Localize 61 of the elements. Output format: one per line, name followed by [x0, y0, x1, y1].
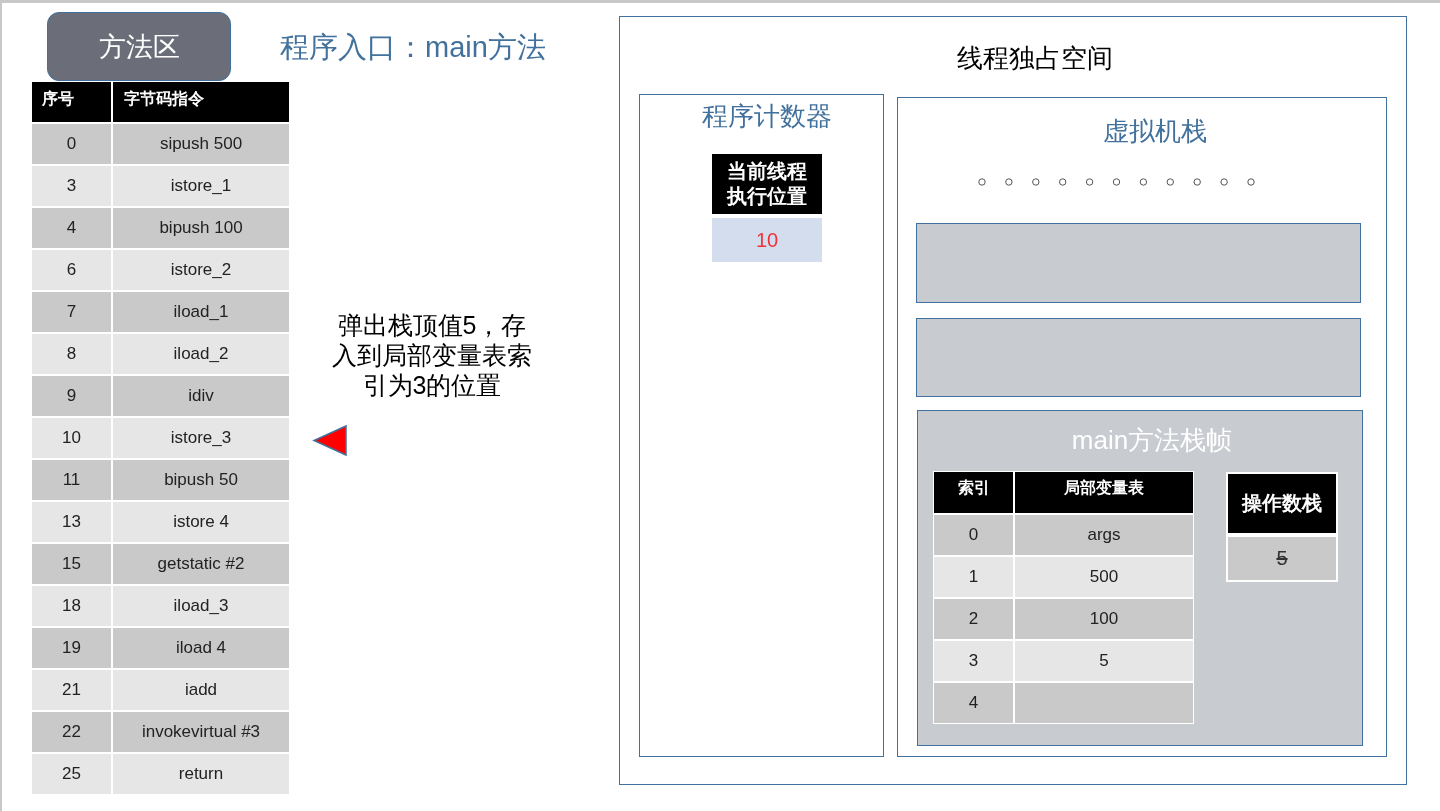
- table-cell: 3: [933, 640, 1014, 682]
- table-cell: 8: [31, 333, 112, 375]
- table-cell: 5: [1014, 640, 1194, 682]
- table-cell: 0: [933, 514, 1014, 556]
- table-cell: 3: [31, 165, 112, 207]
- table-cell: 9: [31, 375, 112, 417]
- table-cell: 11: [31, 459, 112, 501]
- table-cell: sipush 500: [112, 123, 290, 165]
- table-cell: 13: [31, 501, 112, 543]
- table-cell: istore_3: [112, 417, 290, 459]
- empty-box: [916, 223, 1361, 303]
- table-cell: 4: [933, 682, 1014, 724]
- table-cell: bipush 50: [112, 459, 290, 501]
- header-cell: 字节码指令: [112, 81, 290, 123]
- table-cell: iload_3: [112, 585, 290, 627]
- table-cell: idiv: [112, 375, 290, 417]
- table-cell: 7: [31, 291, 112, 333]
- callout-text: 弹出栈顶值5，存入到局部变量表索引为3的位置: [331, 310, 533, 400]
- table-cell: 2: [933, 598, 1014, 640]
- panel-frame: [639, 94, 884, 757]
- header-cell: 当前线程执行位置: [712, 154, 822, 214]
- entry-heading: 程序入口：main方法: [280, 29, 546, 65]
- table-cell: iadd: [112, 669, 290, 711]
- table-cell: bipush 100: [112, 207, 290, 249]
- table-cell: 15: [31, 543, 112, 585]
- table-cell: getstatic #2: [112, 543, 290, 585]
- table-cell: istore 4: [112, 501, 290, 543]
- table-cell: istore_1: [112, 165, 290, 207]
- value-cell: 10: [712, 218, 822, 262]
- region-frame: [619, 16, 1407, 785]
- table-cell: 6: [31, 249, 112, 291]
- header-cell: 操作数栈: [1226, 472, 1338, 535]
- table-cell: iload_2: [112, 333, 290, 375]
- area-box: 方法区: [47, 12, 231, 81]
- table-cell: 21: [31, 669, 112, 711]
- region-title: 线程独占空间: [957, 41, 1113, 75]
- table-cell: 18: [31, 585, 112, 627]
- value-cell: 5: [1226, 535, 1338, 582]
- table-cell: args: [1014, 514, 1194, 556]
- header-cell: 局部变量表: [1014, 471, 1194, 514]
- table-cell: 25: [31, 753, 112, 795]
- table-cell: 100: [1014, 598, 1194, 640]
- table-cell: 500: [1014, 556, 1194, 598]
- empty-box: [916, 318, 1361, 397]
- table-cell: istore_2: [112, 249, 290, 291]
- table-cell: 19: [31, 627, 112, 669]
- panel-frame: [897, 97, 1387, 757]
- table-cell: 10: [31, 417, 112, 459]
- table-cell: return: [112, 753, 290, 795]
- table-cell: 1: [933, 556, 1014, 598]
- table-cell: 0: [31, 123, 112, 165]
- table-cell: iload_1: [112, 291, 290, 333]
- table-cell: 4: [31, 207, 112, 249]
- panel-title: 程序计数器: [701, 99, 832, 133]
- header-cell: 索引: [933, 471, 1014, 514]
- header-cell: 序号: [31, 81, 112, 123]
- table-cell: invokevirtual #3: [112, 711, 290, 753]
- table-cell: iload 4: [112, 627, 290, 669]
- table-cell: 22: [31, 711, 112, 753]
- frame-panel: [917, 410, 1363, 746]
- panel-title: 虚拟机栈: [1103, 114, 1207, 148]
